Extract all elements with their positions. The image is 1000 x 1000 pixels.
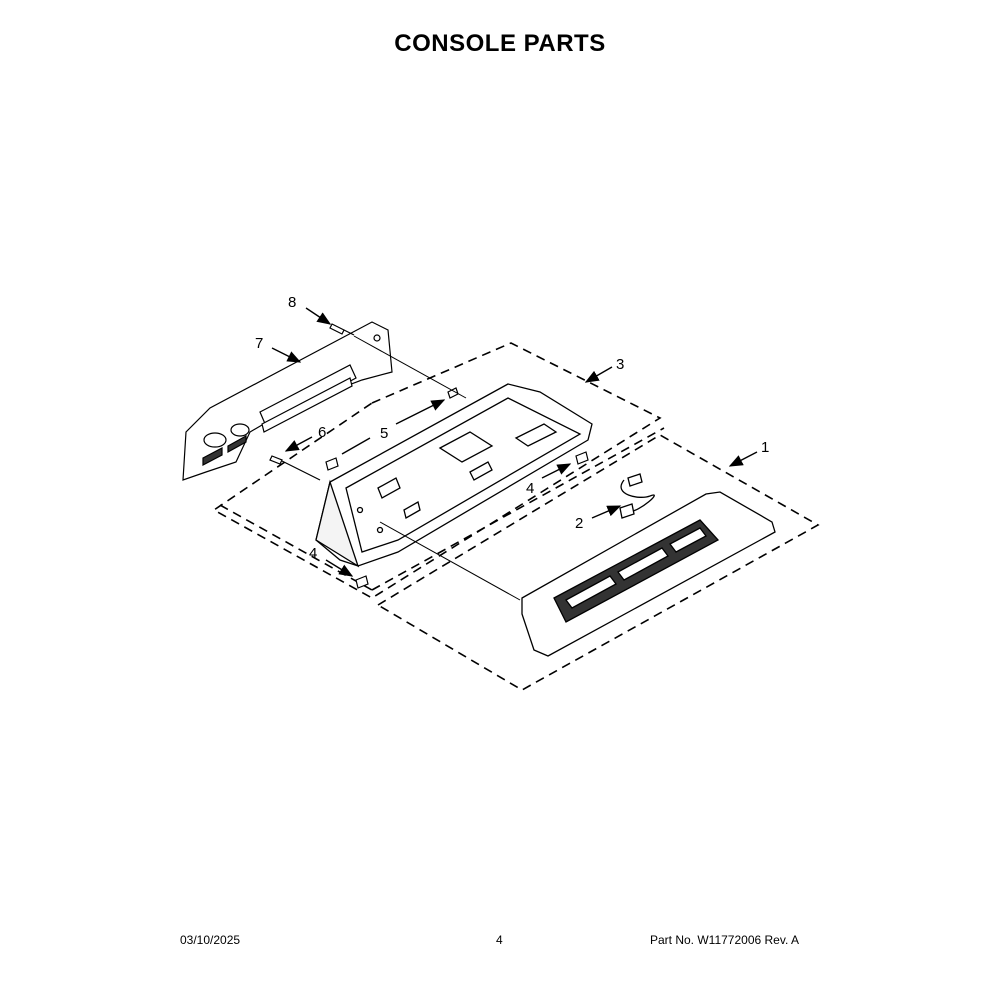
callout-6: 6 xyxy=(318,424,326,441)
part-6-screw xyxy=(269,455,321,481)
footer-page-number: 4 xyxy=(496,933,503,947)
part-2-wire-harness xyxy=(619,473,655,519)
callout-8: 8 xyxy=(288,294,296,311)
callout-arrow-8 xyxy=(305,307,332,325)
callout-5: 5 xyxy=(380,425,388,442)
callout-arrows xyxy=(271,307,758,577)
leader-lines xyxy=(353,335,521,601)
callout-arrow-4-upper xyxy=(541,463,572,479)
callout-arrow-6 xyxy=(284,436,313,452)
part-4-clip-upper xyxy=(575,451,589,465)
callout-arrow-2 xyxy=(591,505,622,519)
part-3-console-housing xyxy=(315,383,593,568)
page-title: CONSOLE PARTS xyxy=(394,30,606,57)
callout-arrow-3 xyxy=(584,366,613,383)
part-5-clip xyxy=(325,387,459,471)
footer-date: 03/10/2025 xyxy=(180,933,241,947)
callout-labels: 8 7 3 6 5 1 4 2 4 xyxy=(255,294,769,562)
part-7-rear-panel xyxy=(182,321,393,481)
assembly-boundary-lines xyxy=(212,342,820,691)
callout-4-upper: 4 xyxy=(526,480,534,497)
part-8-screw xyxy=(329,323,355,336)
callout-arrow-4-lower xyxy=(325,559,354,577)
callout-arrow-7 xyxy=(271,347,302,363)
part-1-control-panel xyxy=(521,491,776,657)
boundary-box-3 xyxy=(212,342,662,599)
boundary-line xyxy=(371,427,665,591)
callout-1: 1 xyxy=(761,439,769,456)
boundary-box-1 xyxy=(376,434,820,691)
part-4-clip-lower xyxy=(355,575,369,589)
callout-7: 7 xyxy=(255,335,263,352)
callout-4-lower: 4 xyxy=(309,545,317,562)
footer-part-number: Part No. W11772006 Rev. A xyxy=(650,933,799,947)
callout-2: 2 xyxy=(575,515,583,532)
callout-arrow-1 xyxy=(728,451,758,467)
callout-arrow-5 xyxy=(395,399,446,425)
callout-3: 3 xyxy=(616,356,624,373)
callout-arrow-5b xyxy=(341,437,371,455)
